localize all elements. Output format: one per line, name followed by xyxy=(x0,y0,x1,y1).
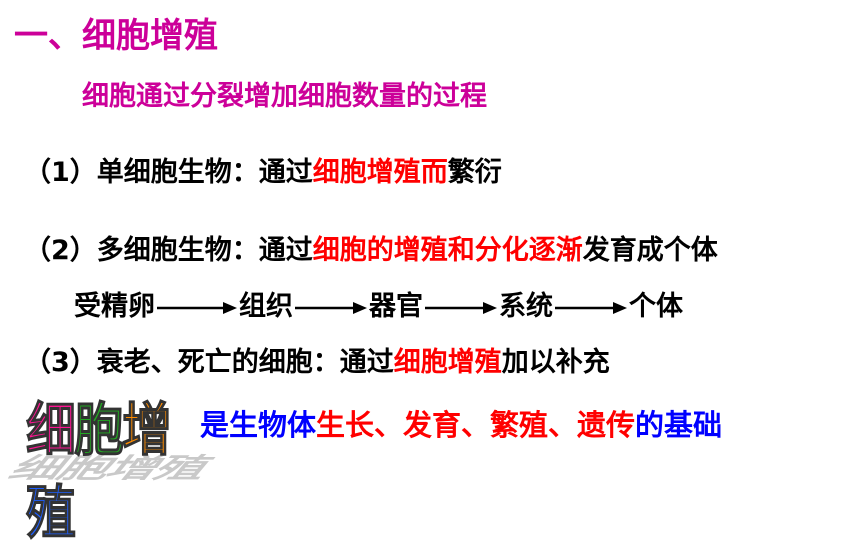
word-art-text: 细胞增殖 xyxy=(26,396,173,547)
item-aging-cells: （3）衰老、死亡的细胞：通过细胞增殖加以补充 xyxy=(24,340,610,379)
sequence-step: 受精卵 xyxy=(74,291,155,322)
slide-title: 一、细胞增殖 xyxy=(14,16,218,56)
development-sequence: 受精卵 组织 器官 系统 个体 xyxy=(74,284,683,323)
item-highlight: 细胞的增殖和分化逐渐 xyxy=(312,235,583,266)
item-prefix: （3）衰老、死亡的细胞：通过 xyxy=(24,347,394,378)
sequence-step: 系统 xyxy=(499,291,553,322)
sequence-step: 个体 xyxy=(629,291,683,322)
arrow-right-icon xyxy=(555,301,627,314)
item-suffix: 繁衍 xyxy=(447,157,502,188)
conclusion-part: 的基础 xyxy=(635,408,723,442)
arrow-right-icon xyxy=(425,301,497,314)
word-art-title: 细胞增殖 细胞增殖 xyxy=(0,384,220,547)
sequence-step: 组织 xyxy=(239,291,293,322)
arrow-right-icon xyxy=(295,301,367,314)
item-unicellular: （1）单细胞生物：通过细胞增殖而繁衍 xyxy=(24,150,502,189)
item-suffix: 发育成个体 xyxy=(582,235,718,266)
conclusion-text: 是生物体生长、发育、繁殖、遗传的基础 xyxy=(200,402,722,444)
item-prefix: （2）多细胞生物：通过 xyxy=(24,235,313,266)
arrow-right-icon xyxy=(157,301,237,314)
item-suffix: 加以补充 xyxy=(501,347,610,378)
conclusion-highlight: 生长、发育、繁殖、遗传 xyxy=(316,408,636,442)
item-multicellular: （2）多细胞生物：通过细胞的增殖和分化逐渐发育成个体 xyxy=(24,228,718,267)
sequence-step: 器官 xyxy=(369,291,423,322)
conclusion-part: 是生物体 xyxy=(200,408,317,442)
item-highlight: 细胞增殖 xyxy=(393,347,502,378)
item-prefix: （1）单细胞生物：通过 xyxy=(24,157,313,188)
item-highlight: 细胞增殖而 xyxy=(312,157,448,188)
definition-text: 细胞通过分裂增加细胞数量的过程 xyxy=(82,81,487,112)
